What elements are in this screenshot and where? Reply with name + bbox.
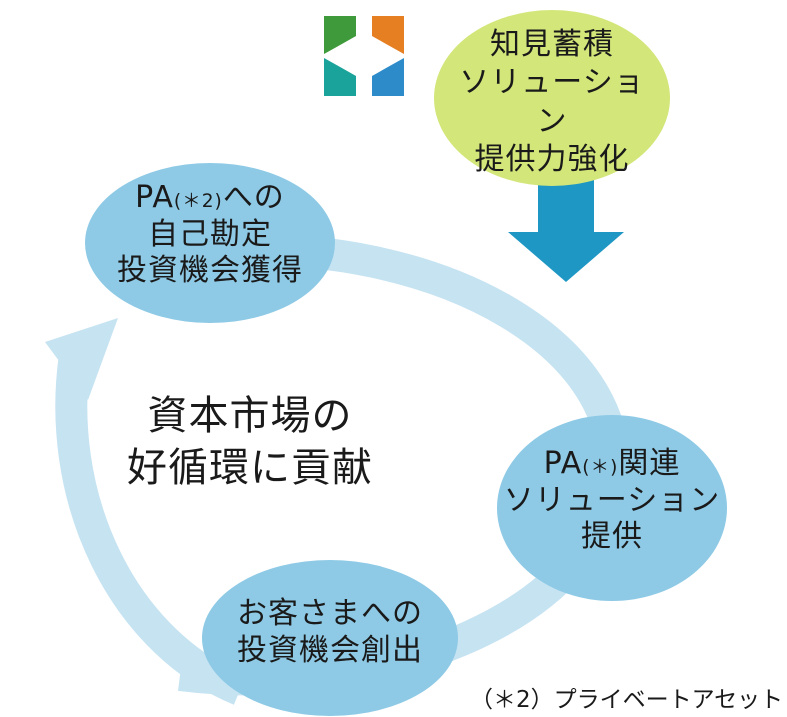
node-left-top-line-2: 自己勘定 — [148, 216, 272, 252]
node-left-top-line-3: 投資機会獲得 — [117, 253, 303, 289]
node-top-line-1: 知見蓄積 — [490, 27, 614, 62]
node-top: 知見蓄積 ソリューション 提供力強化 — [452, 26, 652, 180]
node-left-top-note-mark: (＊2) — [173, 191, 223, 212]
node-right-ellipse — [497, 415, 727, 601]
node-bottom-ellipse — [202, 560, 458, 716]
footnote: （＊2）プライベートアセット — [470, 687, 784, 713]
node-left-top-pa: PA — [135, 180, 174, 215]
node-right: PA(＊)関連 ソリューション 提供 — [502, 446, 722, 556]
down-arrow — [508, 180, 624, 282]
cycle-ring-left — [55, 352, 247, 705]
logo-icon — [324, 16, 404, 96]
center-title-line-1: 資本市場の — [147, 393, 353, 439]
node-bottom-line-2: 投資機会創出 — [237, 632, 423, 668]
node-bottom-line-1: お客さまへの — [237, 596, 423, 631]
node-right-tail: 関連 — [618, 446, 681, 481]
node-right-line-3: 提供 — [581, 519, 643, 555]
node-left-top-ellipse — [85, 163, 335, 323]
node-right-line-2: ソリューション — [503, 482, 721, 518]
node-top-line-2: ソリューション — [459, 65, 645, 139]
node-left-top-tail: への — [222, 180, 285, 215]
node-top-line-3: 提供力強化 — [474, 142, 630, 178]
node-right-line-1: PA(＊)関連 — [502, 446, 722, 483]
cycle-arrowhead — [45, 318, 118, 400]
center-title-line-2: 好循環に貢献 — [127, 445, 373, 491]
node-right-pa: PA — [543, 446, 583, 481]
node-right-note-mark: (＊) — [582, 457, 619, 478]
node-bottom: お客さまへの 投資機会創出 — [215, 596, 445, 669]
center-title: 資本市場の 好循環に貢献 — [120, 390, 380, 494]
node-top-ellipse — [434, 10, 670, 186]
node-left-top-line-1: PA(＊2)への — [100, 180, 320, 217]
node-left-top: PA(＊2)への 自己勘定 投資機会獲得 — [100, 180, 320, 290]
